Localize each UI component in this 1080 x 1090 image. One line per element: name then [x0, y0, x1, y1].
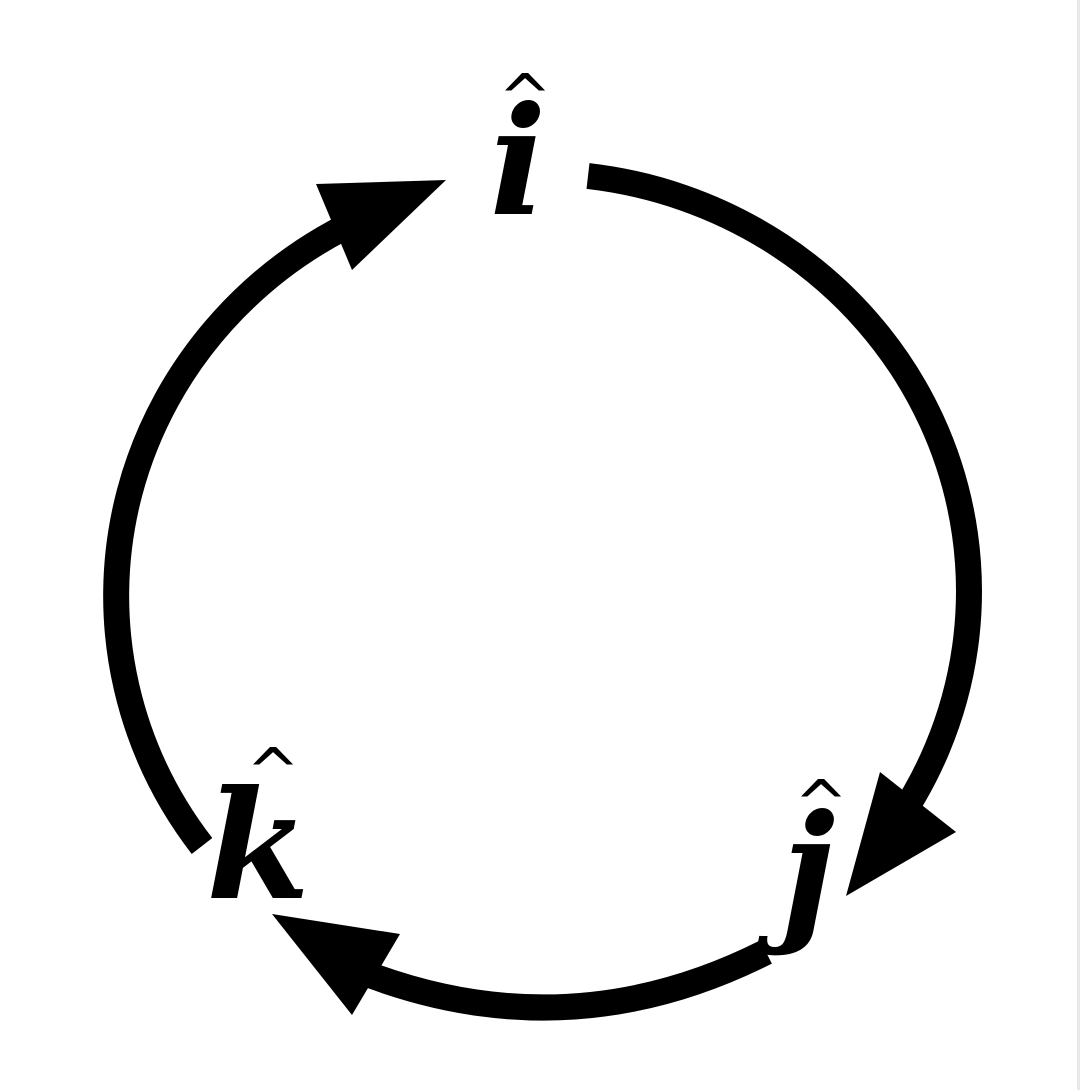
hat-k: ^: [246, 736, 300, 810]
arc-j-to-k: [314, 940, 772, 1021]
node-j: ^ j: [756, 768, 848, 958]
hat-i: ^: [498, 62, 552, 136]
arrowhead-j-to-k: [272, 914, 400, 1015]
node-k: ^ k: [206, 736, 310, 934]
label-i: i: [490, 74, 547, 250]
hat-j: ^: [794, 768, 848, 842]
arrowhead-k-to-i: [316, 180, 446, 270]
arc-i-to-j: [586, 163, 982, 840]
arrowhead-i-to-j: [846, 772, 956, 896]
right-edge-divider: [1077, 0, 1080, 1090]
node-i: ^ i: [490, 62, 552, 250]
label-j: j: [756, 782, 835, 958]
label-k: k: [206, 758, 310, 934]
arc-k-to-i: [103, 204, 374, 854]
